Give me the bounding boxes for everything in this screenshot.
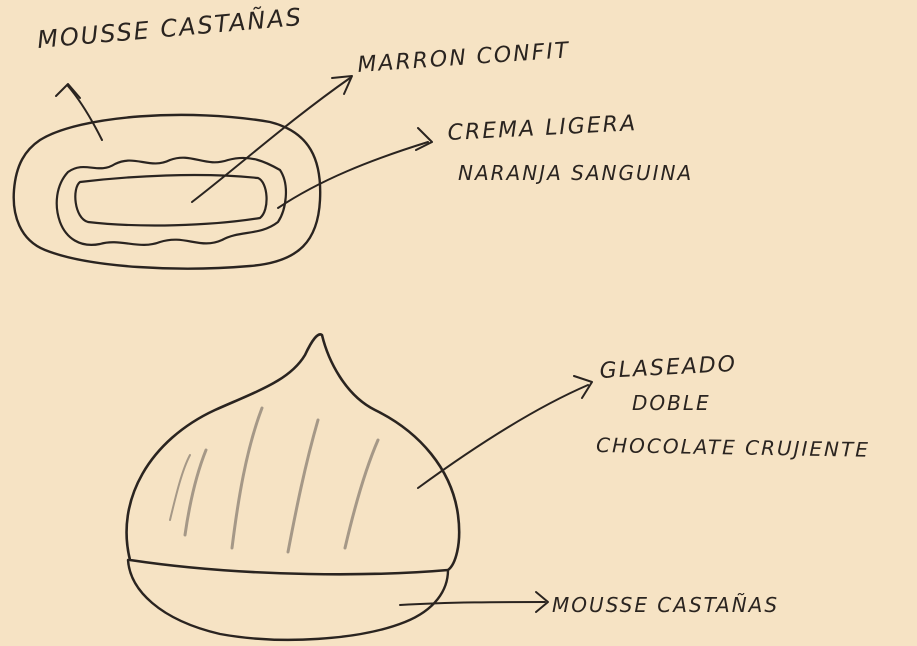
label-glaseado-line3: CHOCOLATE CRUJIENTE (596, 433, 870, 462)
arrow-crema (278, 128, 432, 208)
label-crema-line2: NARANJA SANGUINA (458, 161, 693, 185)
label-crema-line1: CREMA LIGERA (447, 111, 638, 146)
arrow-mousse-bottom (400, 592, 548, 612)
glaze-dome (127, 334, 460, 574)
label-glaseado-line1: GLASEADO (599, 352, 738, 384)
cross-section-diagram (14, 115, 321, 269)
shading-stroke (288, 420, 318, 552)
shading-stroke (345, 440, 378, 548)
marron-confit-core (75, 175, 266, 225)
arrow-marron (192, 76, 352, 202)
arrow-mousse-top (56, 84, 102, 140)
label-mousse-castanas-top: MOUSSE CASTAÑAS (36, 1, 304, 54)
shading-stroke (185, 450, 206, 535)
outer-mousse-layer (14, 115, 321, 269)
label-marron-confit: MARRON CONFIT (357, 38, 571, 78)
shading-stroke (232, 408, 262, 548)
label-mousse-castanas-bottom: MOUSSE CASTAÑAS (552, 593, 779, 617)
label-glaseado-line2: DOBLE (632, 391, 711, 415)
cream-layer (57, 158, 286, 245)
shading-stroke (170, 455, 190, 520)
chestnut-dessert-drawing (127, 334, 460, 639)
